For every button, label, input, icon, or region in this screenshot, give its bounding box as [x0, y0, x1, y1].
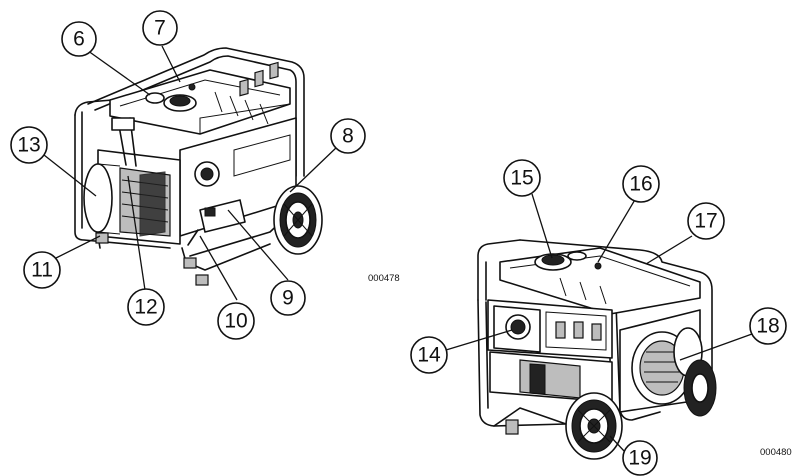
svg-text:19: 19	[628, 447, 651, 470]
svg-text:9: 9	[282, 287, 294, 310]
svg-text:11: 11	[31, 259, 53, 282]
figure-code-right: 000480	[760, 447, 792, 458]
callout-9: 9	[270, 280, 306, 316]
svg-text:16: 16	[629, 173, 652, 196]
callout-15: 15	[503, 159, 541, 197]
callout-10: 10	[217, 302, 255, 340]
svg-text:10: 10	[224, 310, 247, 333]
generator-left-illustration	[74, 47, 323, 286]
callout-7: 7	[142, 10, 178, 46]
svg-text:18: 18	[756, 315, 779, 338]
callout-18: 18	[749, 307, 787, 345]
svg-text:8: 8	[342, 125, 354, 148]
callout-13: 13	[10, 126, 48, 164]
callout-11: 11	[23, 251, 61, 289]
svg-text:6: 6	[73, 28, 85, 51]
callout-6: 6	[61, 21, 97, 57]
callout-12: 12	[127, 288, 165, 326]
callout-19: 19	[622, 440, 658, 476]
svg-text:15: 15	[510, 167, 533, 190]
callout-16: 16	[622, 165, 660, 203]
callout-leaders-left	[43, 45, 339, 301]
callout-8: 8	[330, 118, 366, 154]
svg-text:14: 14	[417, 344, 441, 367]
callout-14: 14	[410, 336, 448, 374]
svg-text:7: 7	[154, 17, 166, 40]
svg-text:17: 17	[694, 210, 717, 233]
figure-code-left: 000478	[368, 273, 400, 284]
svg-text:12: 12	[134, 296, 157, 319]
generator-right-illustration	[477, 239, 717, 460]
callout-leaders-right	[445, 193, 753, 453]
callout-17: 17	[687, 202, 725, 240]
svg-text:13: 13	[17, 134, 40, 157]
